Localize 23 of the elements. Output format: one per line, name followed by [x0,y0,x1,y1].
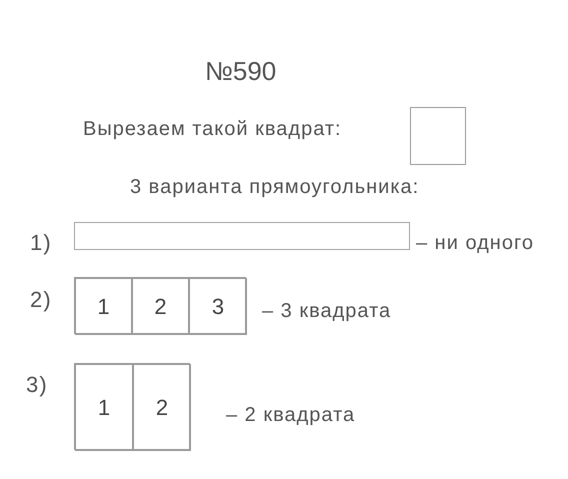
item-number: 1) [30,229,52,257]
item-number: 3) [26,371,48,399]
square-cell [189,278,247,335]
rectangle [74,363,190,450]
cell-number: 1 [97,293,110,321]
square-cell [75,364,133,451]
cell-number: 1 [98,394,110,422]
square-cell [132,278,189,335]
handwritten-text: 3 варианта прямоугольника: [130,175,420,200]
handwritten-text: Вырезаем такой квадрат: [83,117,342,142]
answer-text: – 2 квадрата [226,403,356,428]
item-number: 2) [30,286,52,314]
cell-number: 3 [212,293,224,321]
cell-number: 2 [154,293,167,321]
exercise-number: №590 [205,55,276,88]
answer-text: – 3 квадрата [262,299,392,324]
cell-number: 2 [156,394,168,422]
square-cell [133,364,191,451]
square-cell [75,278,132,335]
rectangle [74,277,246,334]
long-rectangle [74,222,410,250]
answer-text: – ни одного [416,231,534,256]
square-box [410,107,466,165]
